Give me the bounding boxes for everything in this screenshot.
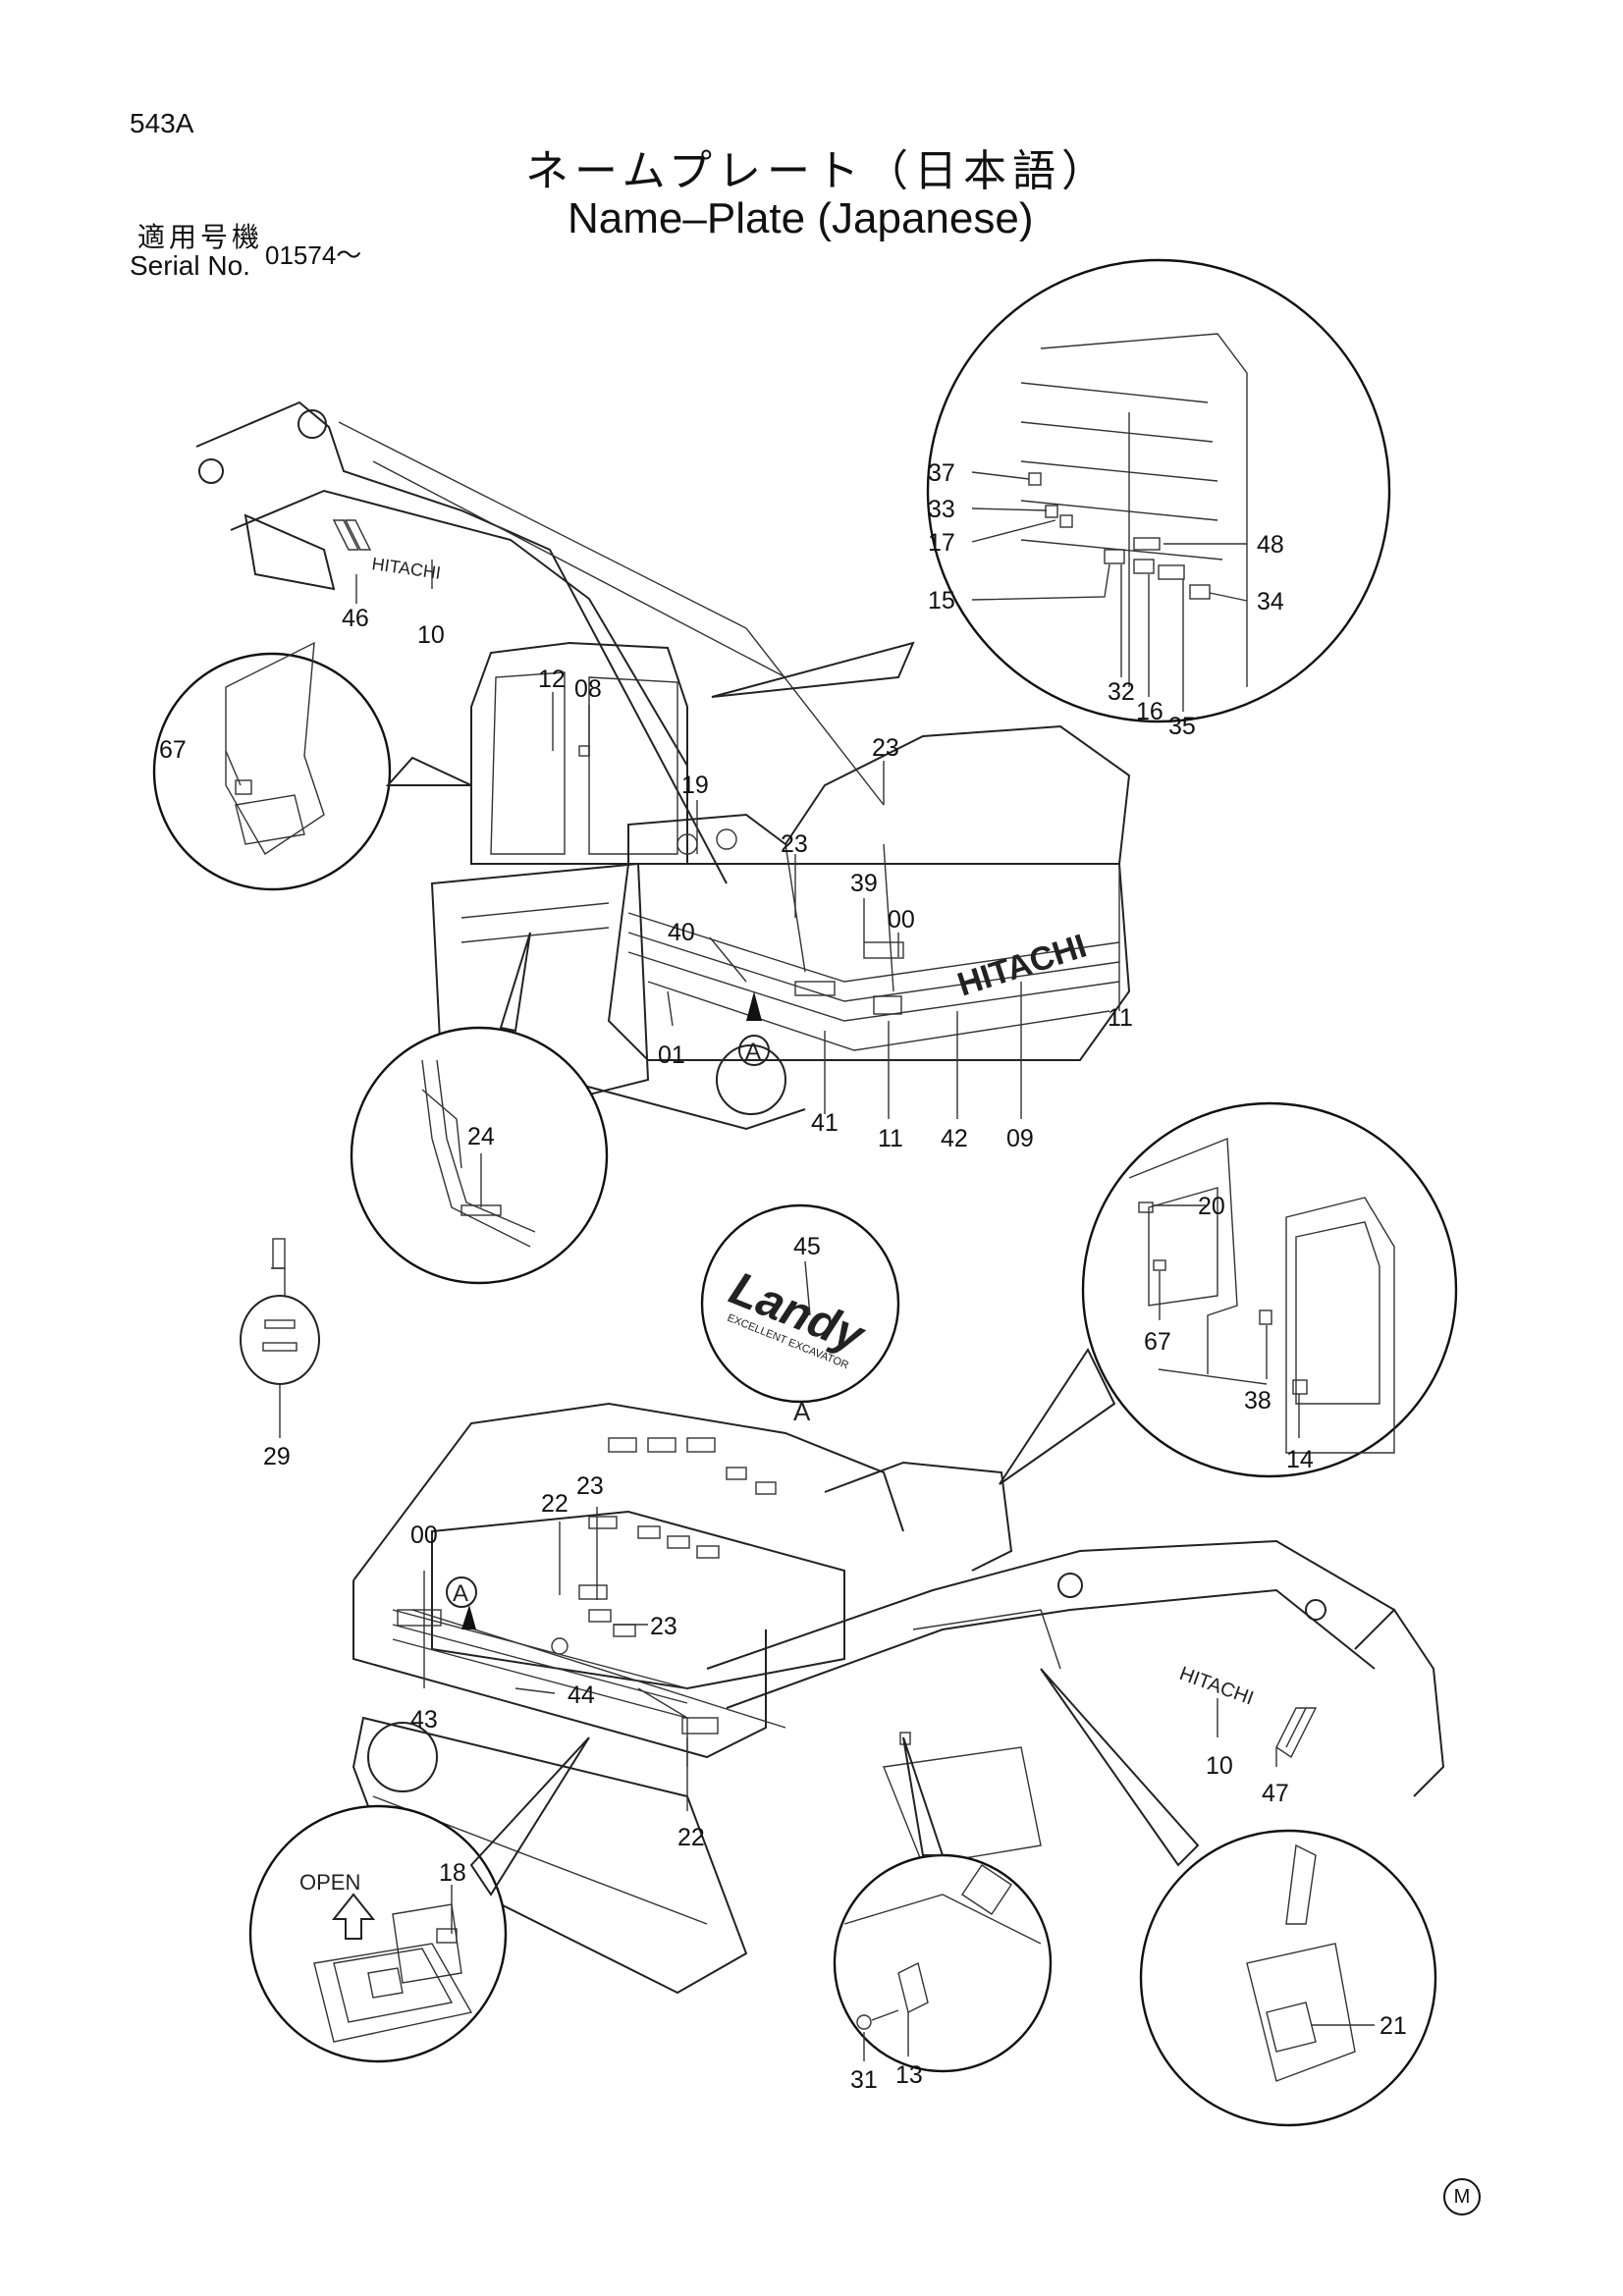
detail-control-lever [1040, 1668, 1437, 2127]
callout-11-front: 11 [878, 1125, 903, 1152]
callout-19: 19 [681, 772, 709, 799]
callout-00-top: 00 [888, 906, 915, 934]
page-title-english: Name–Plate (Japanese) [568, 194, 1034, 242]
callout-44: 44 [568, 1682, 595, 1709]
callout-20: 20 [1198, 1193, 1225, 1220]
callout-45: 45 [793, 1233, 821, 1260]
callout-38: 38 [1244, 1387, 1271, 1415]
callout-48: 48 [1257, 531, 1284, 559]
callout-12: 12 [538, 666, 566, 693]
callout-47: 47 [1262, 1780, 1289, 1807]
m-mark-icon: M [1443, 2178, 1481, 2216]
callout-41: 41 [811, 1109, 839, 1137]
detail-bracket-screw [833, 1736, 1053, 2073]
callout-23-bottom-a: 23 [576, 1472, 604, 1500]
callout-43: 43 [410, 1706, 438, 1734]
callout-22-bottom-b: 22 [677, 1824, 705, 1851]
serial-label-english: Serial No. [130, 250, 250, 281]
callout-35: 35 [1168, 713, 1196, 740]
callout-15: 15 [928, 587, 955, 614]
hitachi-decal-boom-bottom: HITACHI [1176, 1663, 1256, 1710]
callout-22-bottom-a: 22 [541, 1490, 568, 1518]
callout-34: 34 [1257, 588, 1284, 615]
callout-14: 14 [1286, 1446, 1314, 1473]
callout-08: 08 [574, 675, 602, 703]
callout-37: 37 [928, 459, 955, 487]
detail-track-frame [350, 932, 609, 1285]
callout-40: 40 [668, 919, 695, 946]
callout-00-bottom: 00 [410, 1522, 438, 1549]
callout-33: 33 [928, 496, 955, 523]
callout-23-top-a: 23 [872, 734, 899, 762]
callout-67-door: 67 [159, 736, 187, 764]
callout-32: 32 [1108, 678, 1135, 706]
callout-18: 18 [439, 1859, 466, 1887]
callout-39: 39 [850, 870, 878, 897]
hitachi-decal-boom-top: HITACHI [370, 554, 442, 583]
view-marker-a-top: A [745, 1039, 761, 1065]
callout-23-bottom-b: 23 [650, 1613, 677, 1640]
callout-11-right: 11 [1108, 1004, 1133, 1032]
view-marker-a-bottom: A [453, 1580, 468, 1607]
page-code: 543A [130, 108, 194, 138]
open-label: OPEN [299, 1870, 360, 1895]
callout-46: 46 [342, 605, 369, 632]
callout-29: 29 [263, 1443, 291, 1470]
callout-17: 17 [928, 529, 955, 557]
detail-toolbox-open: OPEN [248, 1736, 590, 2063]
callout-10-top: 10 [417, 621, 445, 649]
callout-10-bottom: 10 [1206, 1752, 1233, 1780]
callout-31: 31 [850, 2066, 878, 2094]
callout-numbers: 37 33 17 15 48 34 32 16 35 46 10 67 12 0… [159, 459, 1407, 2094]
callout-42: 42 [941, 1125, 968, 1152]
callout-21: 21 [1380, 2012, 1407, 2040]
view-a-label: A [793, 1397, 811, 1426]
callout-24: 24 [467, 1123, 495, 1150]
leader-lines [225, 471, 1375, 2061]
detail-cab-side [999, 1101, 1458, 1485]
view-a-landy-decal: Landy EXCELLENT EXCAVATOR A [700, 1203, 900, 1426]
hitachi-decal-counterweight: HITACHI [953, 928, 1091, 1004]
serial-label-japanese: 適用号機 [137, 221, 264, 253]
callout-13: 13 [895, 2061, 923, 2089]
callout-67-cab: 67 [1144, 1328, 1171, 1356]
page-title-japanese: ネームプレート（日本語） [525, 146, 1111, 196]
detail-cab-door [152, 641, 472, 891]
callout-01: 01 [658, 1041, 685, 1069]
callout-23-top-b: 23 [781, 830, 808, 858]
detail-cab-window [711, 258, 1391, 723]
key-tag [240, 1238, 320, 1385]
callout-09: 09 [1006, 1125, 1034, 1152]
callout-16: 16 [1136, 698, 1163, 725]
serial-number-range: 01574～ [265, 240, 362, 270]
